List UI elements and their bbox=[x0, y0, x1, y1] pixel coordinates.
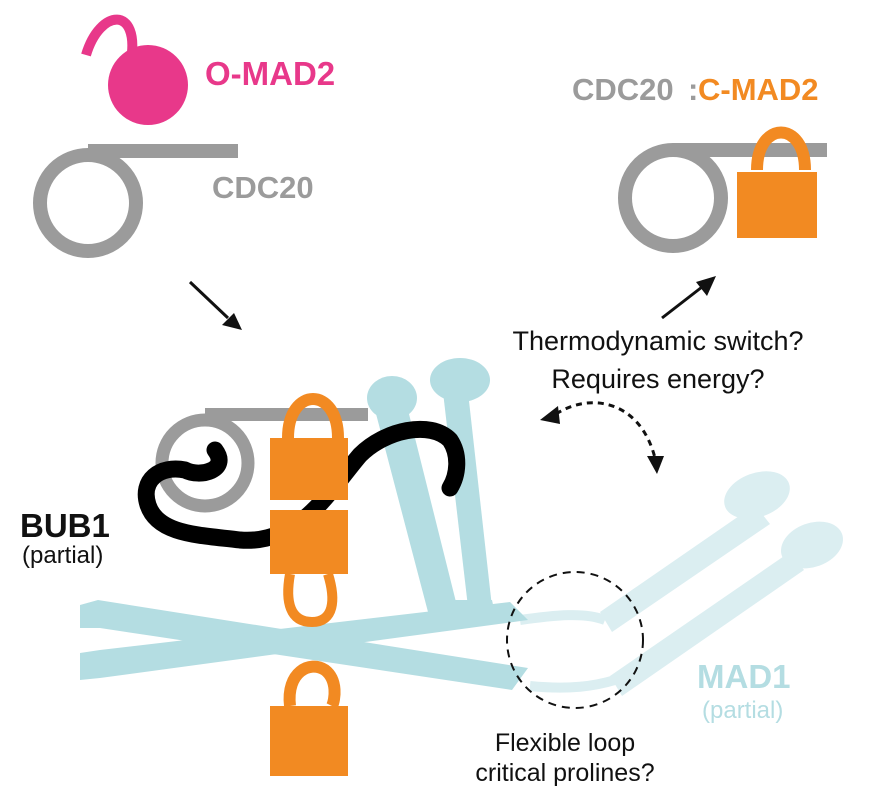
complex-colon-label: : bbox=[688, 72, 698, 107]
flexible-loop-circle bbox=[506, 571, 644, 709]
o-mad2-shape bbox=[81, 14, 188, 125]
switch-question-line2: Requires energy? bbox=[551, 364, 764, 394]
arrow-to-template bbox=[188, 280, 242, 330]
switch-question-line1: Thermodynamic switch? bbox=[512, 326, 803, 356]
arrow-to-complex bbox=[661, 276, 716, 320]
dashed-double-arrow bbox=[540, 401, 664, 474]
mad1-sub-label: (partial) bbox=[702, 697, 783, 724]
cdc20-c-mad2-complex-shape bbox=[618, 126, 827, 253]
bub1-sub-label: (partial) bbox=[22, 542, 103, 569]
loop-question-line2: critical prolines? bbox=[475, 759, 654, 787]
mad1-label: MAD1 bbox=[697, 658, 791, 695]
bub1-shape bbox=[137, 420, 466, 549]
cdc20-shape bbox=[33, 144, 238, 258]
mad2-bottom-shape bbox=[270, 660, 348, 776]
complex-cmad2-label: C-MAD2 bbox=[698, 72, 819, 107]
bub1-label: BUB1 bbox=[20, 507, 110, 544]
o-mad2-label: O-MAD2 bbox=[205, 55, 335, 92]
cdc20-label: CDC20 bbox=[212, 170, 314, 205]
loop-question-line1: Flexible loop bbox=[495, 729, 635, 757]
complex-cdc20-label: CDC20 bbox=[572, 72, 674, 107]
mad1-faint-shape bbox=[519, 471, 843, 696]
mad1-shape bbox=[80, 358, 528, 690]
c-mad2-template-shape bbox=[270, 393, 348, 628]
